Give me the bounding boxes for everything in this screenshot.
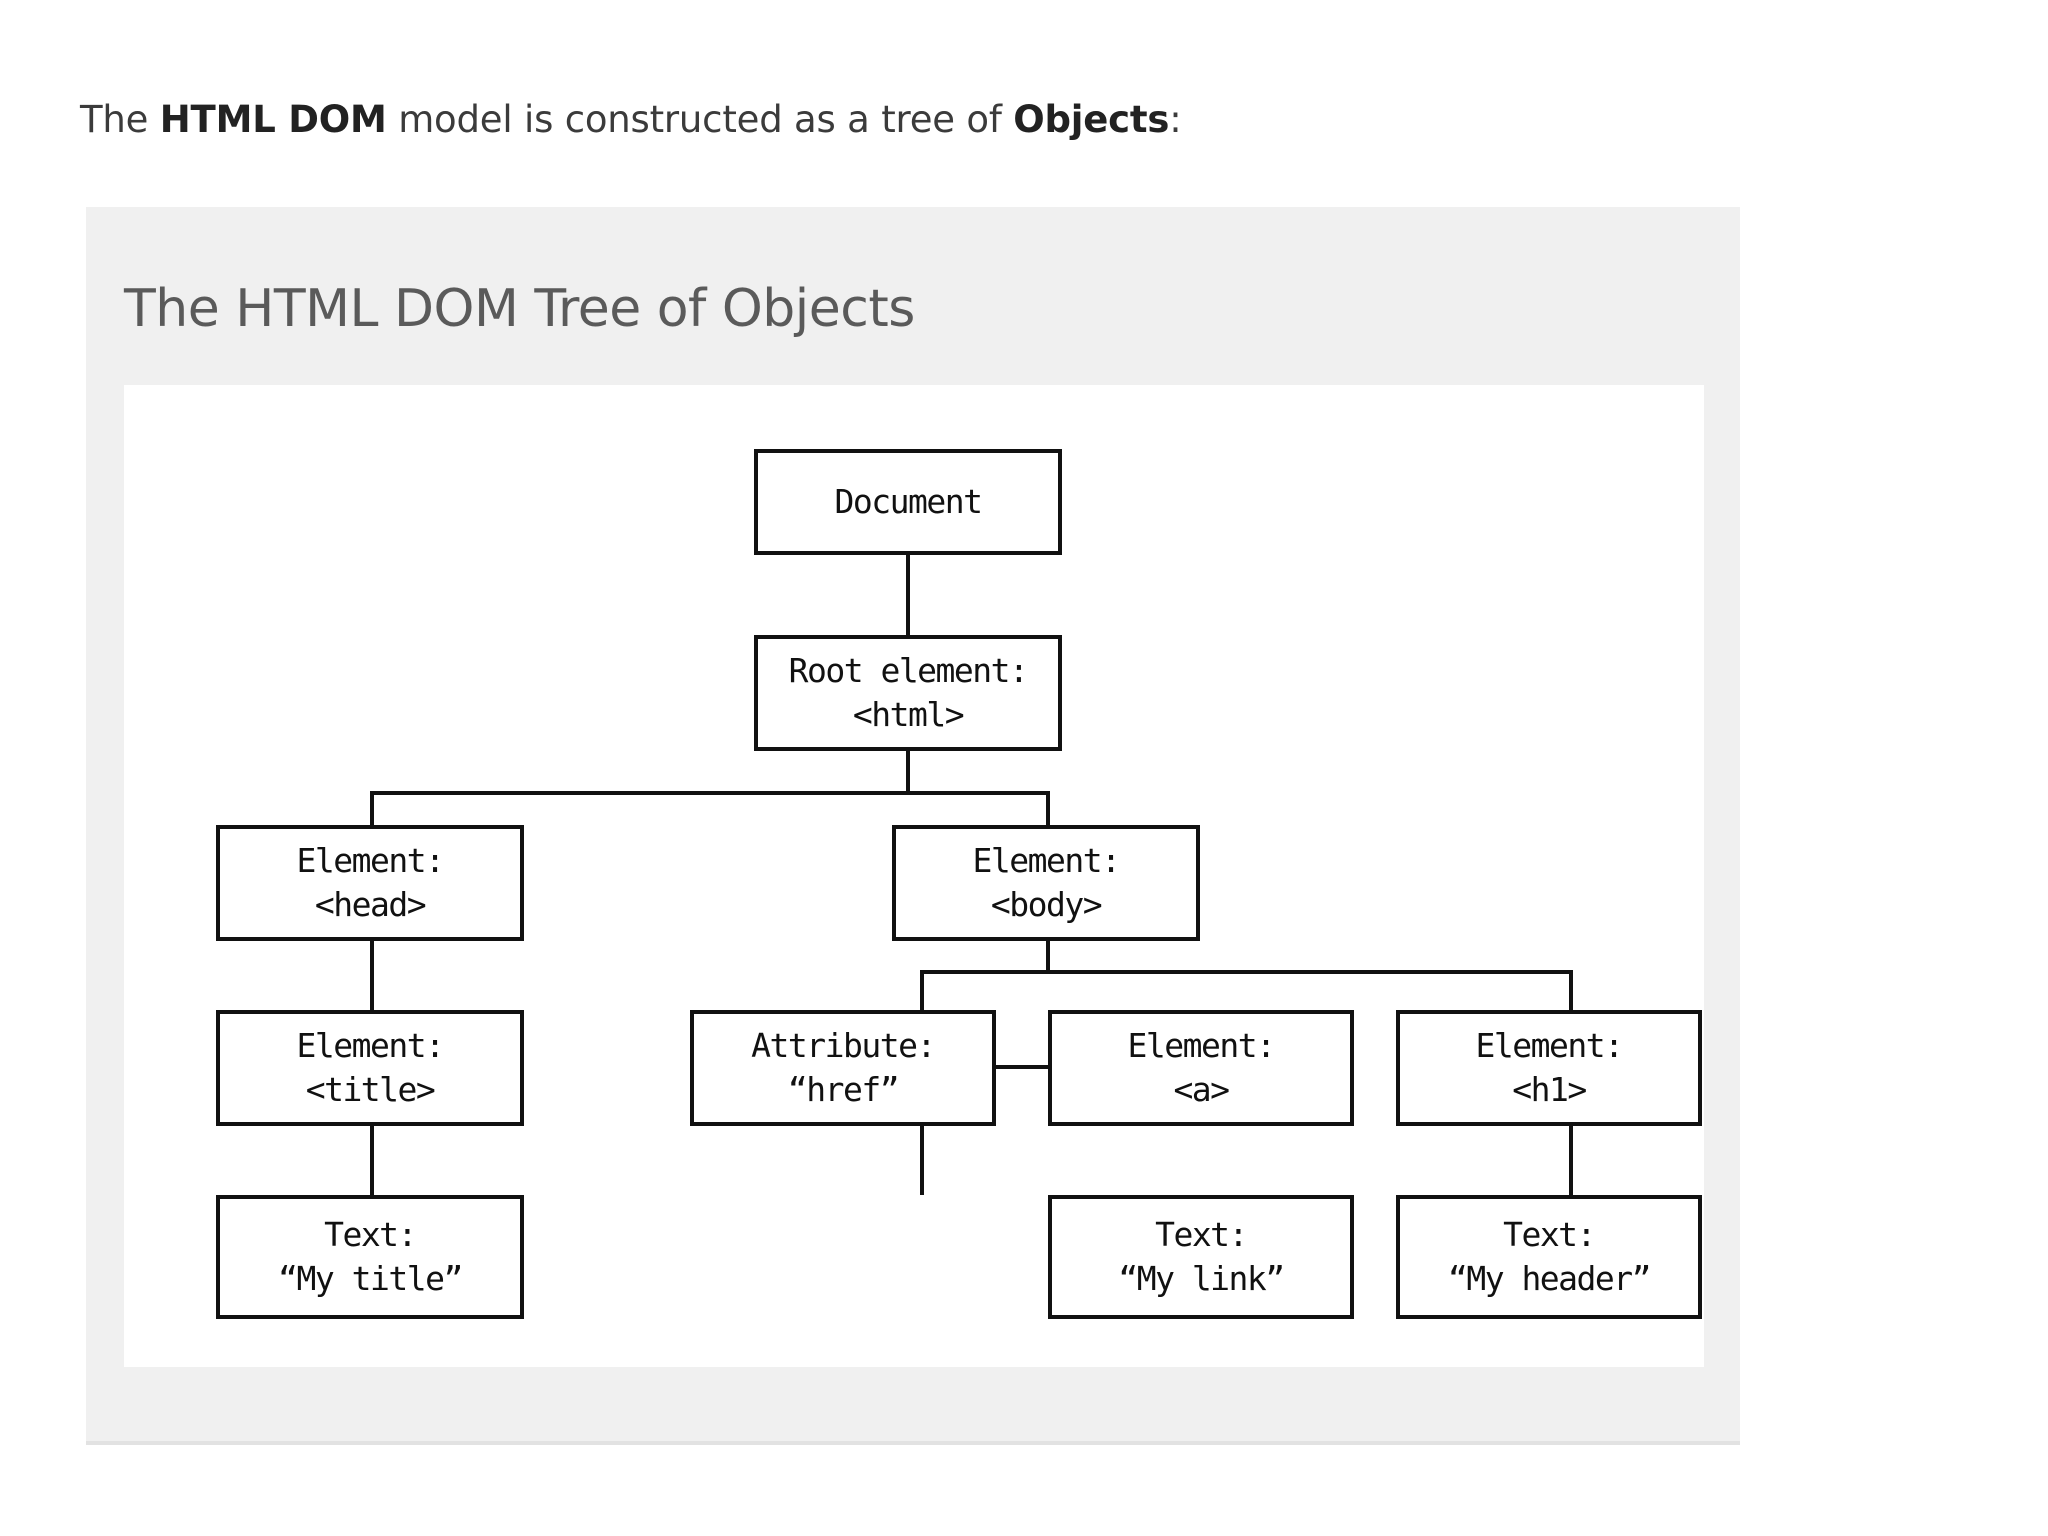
node-element-h1-line1: Element: (1475, 1026, 1624, 1065)
node-element-a-line1: Element: (1127, 1026, 1276, 1065)
node-text-my-header-line2: “My header” (1447, 1259, 1652, 1298)
node-text-my-header: Text: “My header” (1396, 1195, 1702, 1319)
edge-title-text (370, 1125, 374, 1195)
node-element-head: Element: <head> (216, 825, 524, 941)
node-document-line1: Document (834, 482, 983, 521)
node-attribute-href: Attribute: “href” (690, 1010, 996, 1126)
edge-head-title (370, 940, 374, 1010)
intro-bold-objects: Objects (1013, 98, 1170, 141)
edge-document-html (906, 555, 910, 635)
node-element-h1-line2: <h1> (1512, 1070, 1587, 1109)
node-element-title: Element: <title> (216, 1010, 524, 1126)
node-element-title-line1: Element: (296, 1026, 445, 1065)
node-text-my-link: Text: “My link” (1048, 1195, 1354, 1319)
intro-bold-html-dom: HTML DOM (159, 98, 387, 141)
node-element-a-line2: <a> (1173, 1070, 1230, 1109)
edge-html-stem (906, 750, 910, 795)
node-root-html-line2: <html> (852, 695, 965, 734)
edge-body-stem (1046, 940, 1050, 973)
node-element-head-line1: Element: (296, 841, 445, 880)
intro-text-part3: : (1169, 98, 1182, 141)
edge-body-bus (920, 970, 1573, 974)
diagram-canvas: Document Root element: <html> Element: <… (124, 385, 1704, 1367)
node-attribute-href-line1: Attribute: (751, 1026, 936, 1065)
node-element-title-line2: <title> (305, 1070, 436, 1109)
edge-body-to-a (920, 970, 924, 1010)
node-text-my-title-line2: “My title” (278, 1259, 463, 1298)
node-element-h1: Element: <h1> (1396, 1010, 1702, 1126)
edge-html-to-head (370, 791, 374, 825)
intro-text-part2: model is constructed as a tree of (386, 98, 1014, 141)
node-attribute-href-line2: “href” (787, 1070, 900, 1109)
edge-href-a (996, 1065, 1048, 1069)
node-text-my-title: Text: “My title” (216, 1195, 524, 1319)
edge-html-to-body (1046, 791, 1050, 825)
node-root-html-line1: Root element: (788, 651, 1029, 690)
node-text-my-link-line1: Text: (1155, 1215, 1248, 1254)
node-text-my-header-line1: Text: (1503, 1215, 1596, 1254)
node-text-my-link-line2: “My link” (1118, 1259, 1285, 1298)
panel-bottom-shadow (86, 1441, 1740, 1445)
node-element-body: Element: <body> (892, 825, 1200, 941)
node-element-a: Element: <a> (1048, 1010, 1354, 1126)
intro-text-part1: The (80, 98, 160, 141)
edge-body-to-h1 (1569, 970, 1573, 1010)
edge-html-bus (370, 791, 1050, 795)
node-element-head-line2: <head> (314, 885, 427, 924)
intro-paragraph: The HTML DOM model is constructed as a t… (80, 96, 1182, 144)
node-document: Document (754, 449, 1062, 555)
edge-h1-text (1569, 1125, 1573, 1195)
node-text-my-title-line1: Text: (324, 1215, 417, 1254)
panel-title: The HTML DOM Tree of Objects (124, 279, 915, 339)
node-element-body-line1: Element: (972, 841, 1121, 880)
edge-a-text (920, 1125, 924, 1195)
node-root-html: Root element: <html> (754, 635, 1062, 751)
node-element-body-line2: <body> (990, 885, 1103, 924)
